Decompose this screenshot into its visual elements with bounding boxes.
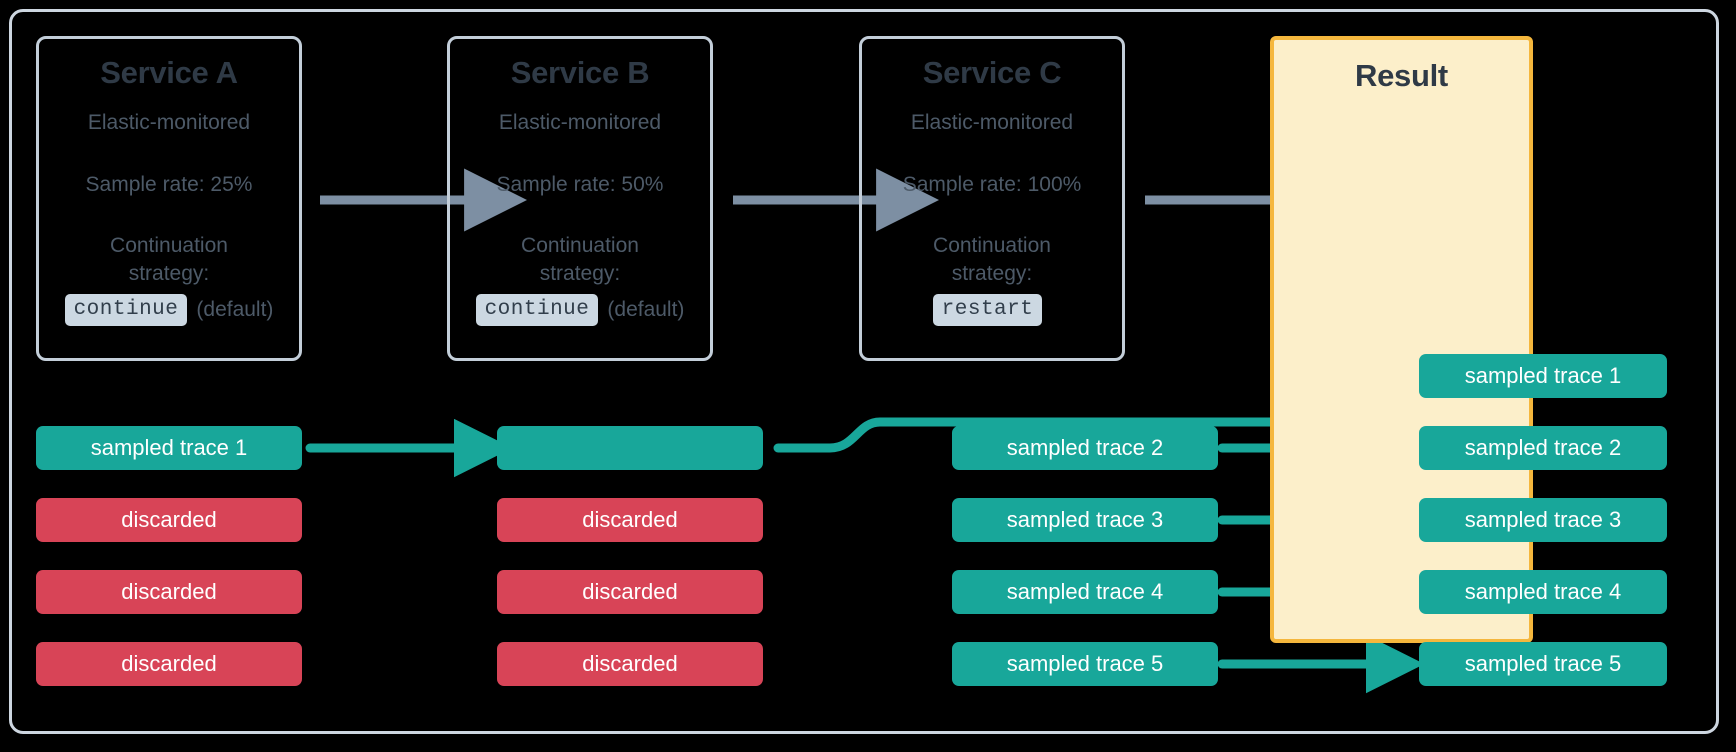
service-card-c: Service C Elastic-monitored Sample rate:… bbox=[859, 36, 1125, 361]
service-a-title: Service A bbox=[100, 55, 238, 90]
trace-pill: discarded bbox=[497, 570, 763, 614]
service-a-strategy-row: continue (default) bbox=[64, 293, 274, 326]
result-trace-pill: sampled trace 1 bbox=[1419, 354, 1667, 398]
trace-pill: sampled trace 1 bbox=[36, 426, 302, 470]
trace-flow-arrows bbox=[305, 346, 1428, 694]
service-b-strategy-badge: continue bbox=[475, 293, 599, 326]
result-title: Result bbox=[1355, 58, 1448, 93]
trace-pill: sampled trace 4 bbox=[952, 570, 1218, 614]
trace-pill: discarded bbox=[36, 570, 302, 614]
service-card-a: Service A Elastic-monitored Sample rate:… bbox=[36, 36, 302, 361]
service-c-sample-rate: Sample rate: 100% bbox=[902, 172, 1082, 196]
trace-pill: discarded bbox=[497, 498, 763, 542]
service-c-strategy-badge: restart bbox=[932, 293, 1043, 326]
service-c-strategy-row: restart bbox=[932, 293, 1052, 326]
trace-pill: sampled trace 2 bbox=[952, 426, 1218, 470]
result-trace-pill: sampled trace 4 bbox=[1419, 570, 1667, 614]
trace-pill bbox=[497, 426, 763, 470]
service-c-subtitle: Elastic-monitored bbox=[910, 110, 1074, 134]
trace-pill: sampled trace 3 bbox=[952, 498, 1218, 542]
result-card: Result bbox=[1270, 36, 1533, 643]
trace-pill: discarded bbox=[497, 642, 763, 686]
service-a-strategy-badge: continue bbox=[64, 293, 188, 326]
service-c-title: Service C bbox=[922, 55, 1062, 90]
service-a-sample-rate: Sample rate: 25% bbox=[85, 172, 253, 196]
service-b-title: Service B bbox=[510, 55, 650, 90]
result-trace-pill: sampled trace 5 bbox=[1419, 642, 1667, 686]
result-trace-pill: sampled trace 3 bbox=[1419, 498, 1667, 542]
service-card-b: Service B Elastic-monitored Sample rate:… bbox=[447, 36, 713, 361]
trace-pill: sampled trace 5 bbox=[952, 642, 1218, 686]
service-b-strategy-row: continue (default) bbox=[475, 293, 685, 326]
trace-pill: discarded bbox=[36, 498, 302, 542]
service-b-sample-rate: Sample rate: 50% bbox=[496, 172, 664, 196]
trace-pill: discarded bbox=[36, 642, 302, 686]
service-b-strategy-note: (default) bbox=[607, 298, 685, 322]
service-b-subtitle: Elastic-monitored bbox=[498, 110, 662, 134]
service-a-subtitle: Elastic-monitored bbox=[87, 110, 251, 134]
service-a-strategy-note: (default) bbox=[196, 298, 274, 322]
result-trace-pill: sampled trace 2 bbox=[1419, 426, 1667, 470]
